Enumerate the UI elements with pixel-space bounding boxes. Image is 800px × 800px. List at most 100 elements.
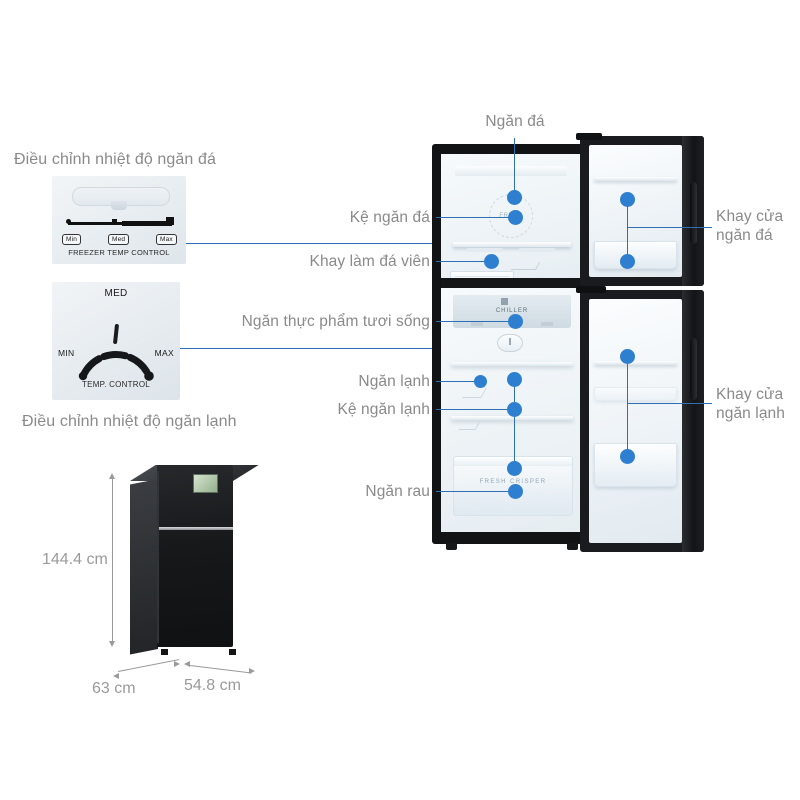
fridge-temp-control-panel[interactable]: MED MIN MAX TEMP. CONTROL <box>52 282 180 400</box>
fridge-door-tray <box>594 443 677 487</box>
fridge-display-badge <box>193 474 218 493</box>
fridge-door-split <box>157 527 233 530</box>
callout-cold-compartment: Ngăn lạnh <box>358 373 430 390</box>
leader-fresh-food-compartment <box>436 321 516 322</box>
fridge-dial-med-label: MED <box>104 288 128 299</box>
depth-dimension-label: 63 cm <box>92 680 136 697</box>
width-arrow-left <box>184 661 190 667</box>
height-dimension-label: 144.4 cm <box>42 551 108 568</box>
leader-cold-shelf-v <box>514 378 515 468</box>
freezer-slider-track <box>68 221 172 226</box>
fridge-door[interactable] <box>576 286 704 552</box>
dot-vegetable-drawer <box>508 484 523 499</box>
fridge-front-seam <box>157 471 159 643</box>
fridge-dial-max-label: MAX <box>154 348 174 358</box>
chiller-label: CHILLER <box>495 308 529 314</box>
dot-cold-shelf-mid <box>507 402 522 417</box>
fridge-guide-hook-lower <box>458 421 481 430</box>
fridge-side-face <box>130 479 158 655</box>
freezer-temp-heading: Điều chỉnh nhiệt độ ngăn đá <box>14 151 216 168</box>
freezer-slider-tab <box>111 201 127 210</box>
fridge-control-caption: TEMP. CONTROL <box>82 380 150 389</box>
freezer-roof-panel <box>455 166 567 176</box>
dimension-diagram: 144.4 cm 63 cm 54.8 cm <box>42 455 300 697</box>
leader-cold-shelf <box>436 409 516 410</box>
depth-arrow-right <box>174 661 180 667</box>
dot-freezer-door-tray-top <box>620 192 635 207</box>
dot-freezer-shelf <box>508 210 523 225</box>
fridge-door-handle[interactable] <box>690 338 697 400</box>
dot-fridge-door-tray-bottom <box>620 449 635 464</box>
freezer-step-min[interactable]: Min <box>62 234 82 245</box>
dot-fresh-food-compartment <box>508 314 523 329</box>
freezer-door-handle[interactable] <box>690 182 697 244</box>
fridge-door-liner <box>589 299 682 543</box>
freezer-door-hinge <box>576 133 602 140</box>
fridge-shelf-upper <box>451 362 573 366</box>
callout-freezer-door-tray: Khay cửa ngăn đá <box>716 208 784 244</box>
leader-freezer-door-tray-v <box>627 198 628 260</box>
freezer-door-tray <box>594 241 677 269</box>
callout-freezer-shelf: Kệ ngăn đá <box>349 209 430 226</box>
fridge-interior-dial[interactable] <box>497 334 523 352</box>
fridge-door-rail-upper <box>594 361 677 365</box>
width-dimension-line <box>189 665 252 674</box>
freezer-control-caption: FREEZER TEMP CONTROL <box>68 248 170 257</box>
callout-fridge-door-tray: Khay cửa ngăn lạnh <box>716 386 785 422</box>
leader-ice-tray <box>436 261 492 262</box>
freezer-slider-med-mark <box>112 219 117 224</box>
callout-vegetable-drawer: Ngăn rau <box>365 483 430 500</box>
height-dimension-line <box>112 479 113 641</box>
width-arrow-right <box>249 668 255 674</box>
callout-fresh-food-compartment: Ngăn thực phẩm tươi sống <box>241 313 430 330</box>
freezer-step-med[interactable]: Med <box>108 234 130 245</box>
depth-arrow-left <box>113 673 119 679</box>
callout-cold-shelf: Kệ ngăn lạnh <box>337 401 430 418</box>
leader-freezer-shelf <box>436 217 516 218</box>
leader-vegetable-drawer <box>436 491 516 492</box>
dot-fridge-door-tray-top <box>620 349 635 364</box>
fridge-door-edge <box>682 290 704 552</box>
fridge-temp-heading: Điều chỉnh nhiệt độ ngăn lạnh <box>22 413 237 430</box>
dot-ice-tray <box>484 254 499 269</box>
compartment-divider <box>441 278 583 288</box>
freezer-slider-min-mark <box>66 219 71 224</box>
freezer-door[interactable] <box>576 133 704 286</box>
cabinet-foot-right <box>567 543 578 550</box>
freezer-shelf <box>453 242 571 247</box>
fridge-guide-hook-upper <box>462 388 487 398</box>
fridge-door-bin-upper <box>594 387 677 401</box>
callout-ice-tray: Khay làm đá viên <box>309 253 430 270</box>
fridge-front-face <box>157 465 233 647</box>
leader-fridge-door-tray-v <box>627 355 628 455</box>
freezer-guide-hook <box>510 262 541 270</box>
freezer-door-liner <box>589 145 682 277</box>
freezer-temp-control-panel[interactable]: Min Med Max FREEZER TEMP CONTROL <box>52 176 186 264</box>
dot-freezer-compartment <box>507 190 522 205</box>
leader-freezer-door-tray-h <box>627 227 712 228</box>
width-dimension-label: 54.8 cm <box>184 677 241 694</box>
height-arrow-top <box>108 473 115 479</box>
fridge-leg-left <box>161 649 168 655</box>
freezer-shelf-rails <box>467 248 559 252</box>
leader-fridge-panel <box>180 348 446 349</box>
leader-fridge-door-tray-h <box>627 403 712 404</box>
fridge-dial-min-label: MIN <box>58 348 75 358</box>
callout-freezer-compartment: Ngăn đá <box>485 113 545 130</box>
height-arrow-bottom <box>108 641 115 647</box>
cabinet-foot-left <box>446 543 457 550</box>
leader-freezer-panel <box>186 243 446 244</box>
fridge-leg-right <box>229 649 236 655</box>
dot-freezer-door-tray-bottom <box>620 254 635 269</box>
dot-cold-compartment <box>474 375 487 388</box>
fridge-door-hinge <box>576 286 606 293</box>
freezer-door-rail <box>594 177 677 181</box>
fridge-shelf-lower <box>451 416 573 420</box>
depth-dimension-line <box>117 659 179 672</box>
freezer-slider-max-mark <box>166 217 174 225</box>
dot-cold-shelf-lower <box>507 461 522 476</box>
fridge-dial-arc-icon <box>78 351 154 381</box>
leader-freezer-compartment <box>514 138 515 196</box>
freezer-step-max[interactable]: Max <box>156 234 177 245</box>
